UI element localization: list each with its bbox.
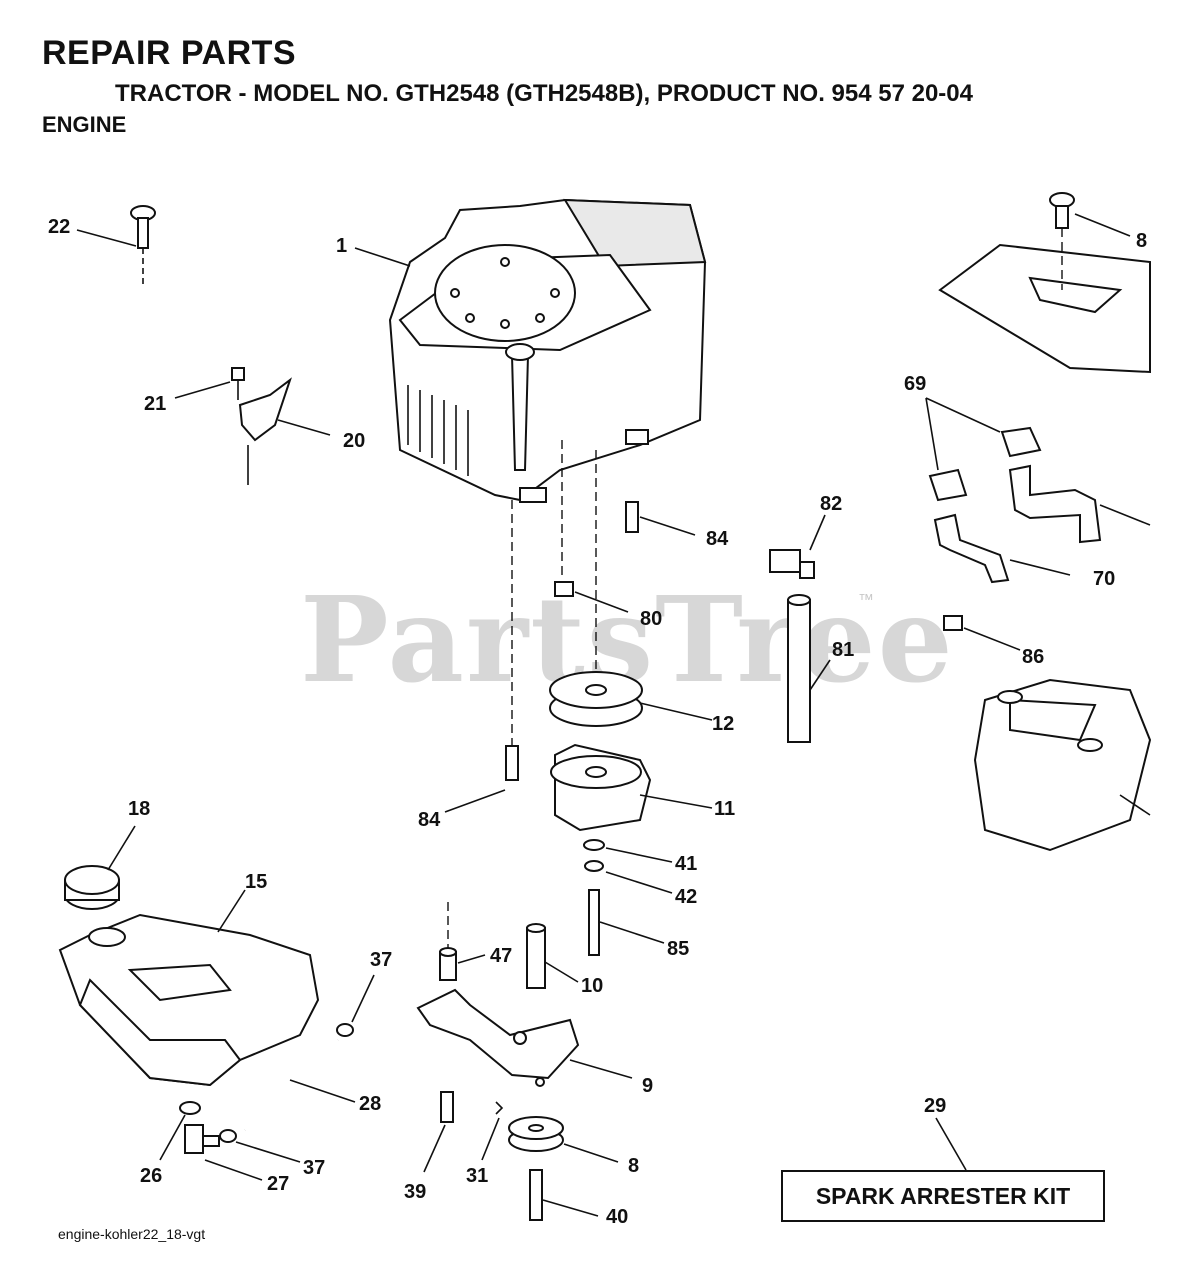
- part-82-elbow[interactable]: [769, 514, 826, 579]
- part-8-idler-pulley[interactable]: [508, 1116, 619, 1163]
- part-31-clip[interactable]: [481, 1101, 504, 1161]
- part-85-bolt[interactable]: [588, 889, 665, 956]
- callout-69[interactable]: 69: [904, 373, 926, 395]
- part-28-fuel-hose[interactable]: [243, 1038, 356, 1131]
- part-81-tube[interactable]: [787, 594, 831, 743]
- section-heading: ENGINE: [42, 112, 127, 137]
- callout-80[interactable]: 80: [640, 608, 662, 630]
- part-47-spacer[interactable]: [439, 902, 486, 981]
- part-15-fuel-tank[interactable]: [58, 889, 320, 1087]
- part-18-fuel-cap[interactable]: [64, 825, 136, 910]
- part-80-nut[interactable]: [554, 581, 629, 613]
- callout-84-lower[interactable]: 84: [418, 809, 441, 831]
- part-37-lower-clamp[interactable]: [219, 1129, 301, 1163]
- part-69-gaskets[interactable]: [925, 397, 1042, 502]
- part-42-lockwasher[interactable]: [584, 860, 673, 894]
- part-9-idler-bracket[interactable]: [416, 988, 633, 1087]
- callout-28[interactable]: 28: [359, 1093, 381, 1115]
- callout-81[interactable]: 81: [832, 639, 854, 661]
- callout-20[interactable]: 20: [343, 430, 365, 452]
- callout-47[interactable]: 47: [490, 945, 512, 967]
- callout-15[interactable]: 15: [245, 871, 267, 893]
- callout-8-lower[interactable]: 8: [628, 1155, 639, 1177]
- callout-27[interactable]: 27: [267, 1173, 289, 1195]
- part-22-dipstick[interactable]: [76, 205, 156, 288]
- drawing-id: engine-kohler22_18-vgt: [58, 1226, 206, 1242]
- callout-41[interactable]: 41: [675, 853, 697, 875]
- model-subtitle: TRACTOR - MODEL NO. GTH2548 (GTH2548B), …: [115, 80, 973, 107]
- part-27-shutoff-valve[interactable]: [184, 1124, 263, 1181]
- callout-21[interactable]: 21: [144, 393, 166, 415]
- part-84-upper-bolt[interactable]: [625, 501, 696, 536]
- part-39-bolt[interactable]: [423, 1091, 454, 1173]
- callout-18[interactable]: 18: [128, 798, 150, 820]
- part-11-clutch[interactable]: [550, 743, 713, 832]
- part-40-bolt[interactable]: [529, 1169, 599, 1221]
- callout-70[interactable]: 70: [1093, 568, 1115, 590]
- callout-22[interactable]: 22: [48, 216, 70, 238]
- part-37-upper-clamp[interactable]: [336, 974, 375, 1037]
- part-21-screw[interactable]: [174, 367, 245, 400]
- callout-85[interactable]: 85: [667, 938, 689, 960]
- part-70-exhaust-pipe[interactable]: [933, 464, 1151, 584]
- part-84-lower-bolt[interactable]: [444, 745, 519, 813]
- callout-9[interactable]: 9: [642, 1075, 653, 1097]
- callout-1[interactable]: 1: [336, 235, 347, 257]
- part-20-bracket[interactable]: [238, 377, 331, 485]
- part-86-nut[interactable]: [943, 615, 1021, 651]
- callout-31[interactable]: 31: [466, 1165, 488, 1187]
- callout-86[interactable]: 86: [1022, 646, 1044, 668]
- muffler[interactable]: [973, 678, 1152, 852]
- callout-29[interactable]: 29: [924, 1095, 946, 1117]
- part-26-grommet[interactable]: [159, 1101, 201, 1161]
- part-8-top-plate[interactable]: [938, 192, 1151, 374]
- callout-37-upper[interactable]: 37: [370, 949, 392, 971]
- callout-11[interactable]: 11: [714, 798, 735, 820]
- callout-84-upper[interactable]: 84: [706, 528, 729, 550]
- callout-37-lower[interactable]: 37: [303, 1157, 325, 1179]
- callout-82[interactable]: 82: [820, 493, 842, 515]
- callout-40[interactable]: 40: [606, 1206, 628, 1228]
- spark-arrester-kit-box[interactable]: SPARK ARRESTER KIT: [781, 1170, 1105, 1222]
- callout-39[interactable]: 39: [404, 1181, 426, 1203]
- watermark-trademark: ™: [858, 592, 874, 609]
- part-10-shaft[interactable]: [526, 923, 579, 989]
- part-12-pulley[interactable]: [549, 671, 713, 727]
- callout-12[interactable]: 12: [712, 713, 734, 735]
- page-title: REPAIR PARTS: [42, 34, 297, 72]
- callout-42[interactable]: 42: [675, 886, 697, 908]
- part-41-washer[interactable]: [583, 839, 673, 863]
- part-29-leader: [935, 1117, 967, 1171]
- part-1-engine[interactable]: [354, 198, 707, 503]
- callout-10[interactable]: 10: [581, 975, 603, 997]
- callout-8-top[interactable]: 8: [1136, 230, 1147, 252]
- callout-26[interactable]: 26: [140, 1165, 162, 1187]
